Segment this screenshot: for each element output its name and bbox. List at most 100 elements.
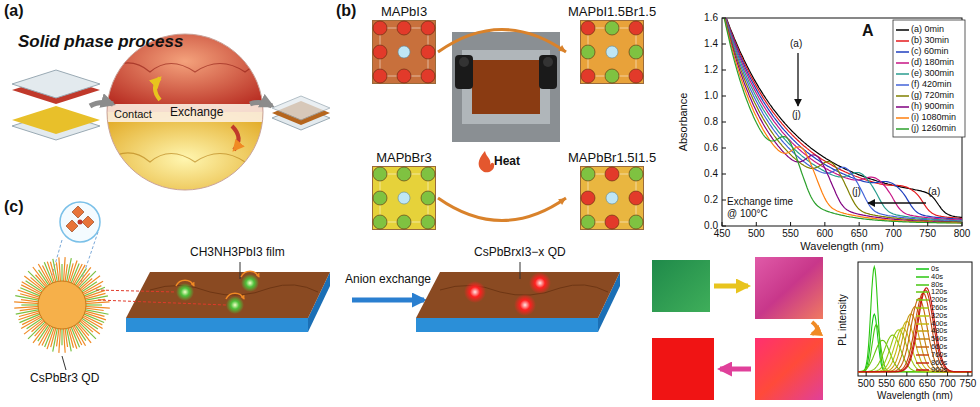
arrowhead <box>558 198 566 205</box>
legend-line <box>896 62 909 64</box>
process-label: Anion exchange <box>345 273 431 287</box>
halide-ion <box>373 215 387 229</box>
halide-ion <box>421 167 435 181</box>
legend-line <box>916 362 929 364</box>
halide-ion <box>397 167 411 181</box>
legend-sample <box>916 289 929 295</box>
legend-text: (i) 1080min <box>911 112 956 123</box>
axis-ticks <box>722 18 962 226</box>
lattice-square <box>580 166 644 230</box>
halide-ion <box>581 69 595 83</box>
tick-mark <box>722 96 726 97</box>
legend-sample <box>916 336 929 342</box>
legend-entry: 860s <box>916 359 947 367</box>
crystal-structure: MAPbBr3 <box>372 150 436 230</box>
part-label: CsPbBr3 QD <box>30 372 99 386</box>
legend-sample <box>896 126 909 132</box>
connector-line <box>438 30 566 53</box>
legend-line <box>896 51 909 53</box>
tick-label: 600 <box>817 228 834 240</box>
axis-title: Wavelength (nm) <box>800 240 883 253</box>
tick-label: 0.2 <box>704 194 718 206</box>
ligand <box>61 264 62 283</box>
legend-line <box>896 84 909 86</box>
axis-title: Absorbance <box>677 93 690 152</box>
panel-label: (c) <box>4 198 24 216</box>
tick-mark <box>927 372 928 376</box>
legend-text: 260s <box>931 304 947 312</box>
panel-label: (b) <box>336 2 356 20</box>
tick-mark <box>962 222 963 226</box>
tick-mark <box>722 122 726 123</box>
connector-line <box>438 198 566 221</box>
legend-text: 660s <box>931 343 947 351</box>
ligand <box>20 308 40 311</box>
tick-label: 1.2 <box>704 64 718 76</box>
cation <box>398 46 410 58</box>
legend-sample <box>916 321 929 327</box>
tick-mark <box>967 372 968 376</box>
plot-frame <box>858 262 972 376</box>
annotation: Exchange time <box>727 196 793 208</box>
ligand <box>59 257 61 283</box>
film-after <box>416 262 620 332</box>
legend-text: (b) 30min <box>911 35 949 46</box>
pl-curves <box>858 267 972 372</box>
legend-line <box>896 73 909 75</box>
legend-text: 0s <box>931 265 939 273</box>
legend-entry: 480s <box>916 327 947 335</box>
spectrum-curve <box>722 18 962 217</box>
lattice-square <box>580 20 644 84</box>
tick-label: 750 <box>919 228 936 240</box>
legend-sample <box>916 305 929 311</box>
legend-line <box>896 29 909 31</box>
legend-line <box>916 370 929 372</box>
legend-sample <box>916 282 929 288</box>
halide-ion <box>581 167 595 181</box>
legend-entry: 560s <box>916 335 947 343</box>
legend-text: (h) 900min <box>911 101 954 112</box>
trend-arrow <box>868 202 926 203</box>
ligand <box>21 304 40 305</box>
lattice-square <box>372 20 436 84</box>
legend-text: 200s <box>931 296 947 304</box>
legend-line <box>916 276 929 278</box>
legend-sample <box>916 367 929 373</box>
panel-label: (a) <box>4 2 24 20</box>
tick-label: 1.4 <box>704 38 718 50</box>
halide-ion <box>421 21 435 35</box>
halide-ion <box>581 191 595 205</box>
legend-line <box>896 117 909 119</box>
lattice-cell <box>581 167 644 230</box>
halide-ion <box>421 191 435 205</box>
legend-entry: 0s <box>916 265 939 273</box>
legend-line <box>896 106 909 108</box>
legend-sample <box>916 328 929 334</box>
ligand <box>56 262 59 283</box>
legend-sample <box>916 344 929 350</box>
tick-label: 500 <box>858 378 875 390</box>
tick-mark <box>906 372 907 376</box>
legend-entry: (e) 300min <box>896 68 954 79</box>
cation <box>398 192 410 204</box>
legend-sample <box>916 360 929 366</box>
panel-title: Solid phase process <box>18 32 183 52</box>
legend-text: 320s <box>931 312 947 320</box>
legend-sample <box>916 352 929 358</box>
curve-label: (a) <box>790 38 802 50</box>
halide-ion <box>397 21 411 35</box>
tick-mark <box>722 70 726 71</box>
legend-line <box>916 346 929 348</box>
halide-ion <box>581 45 595 59</box>
legend-entry: (h) 900min <box>896 101 954 112</box>
legend-entry: 80s <box>916 281 943 289</box>
exchange-arrow <box>438 198 566 221</box>
axis-ticks <box>866 372 968 376</box>
halide-ion <box>373 21 387 35</box>
tick-mark <box>893 222 894 226</box>
legend-text: 860s <box>931 359 947 367</box>
ligand <box>14 306 40 308</box>
tick-label: 1.6 <box>704 12 718 24</box>
